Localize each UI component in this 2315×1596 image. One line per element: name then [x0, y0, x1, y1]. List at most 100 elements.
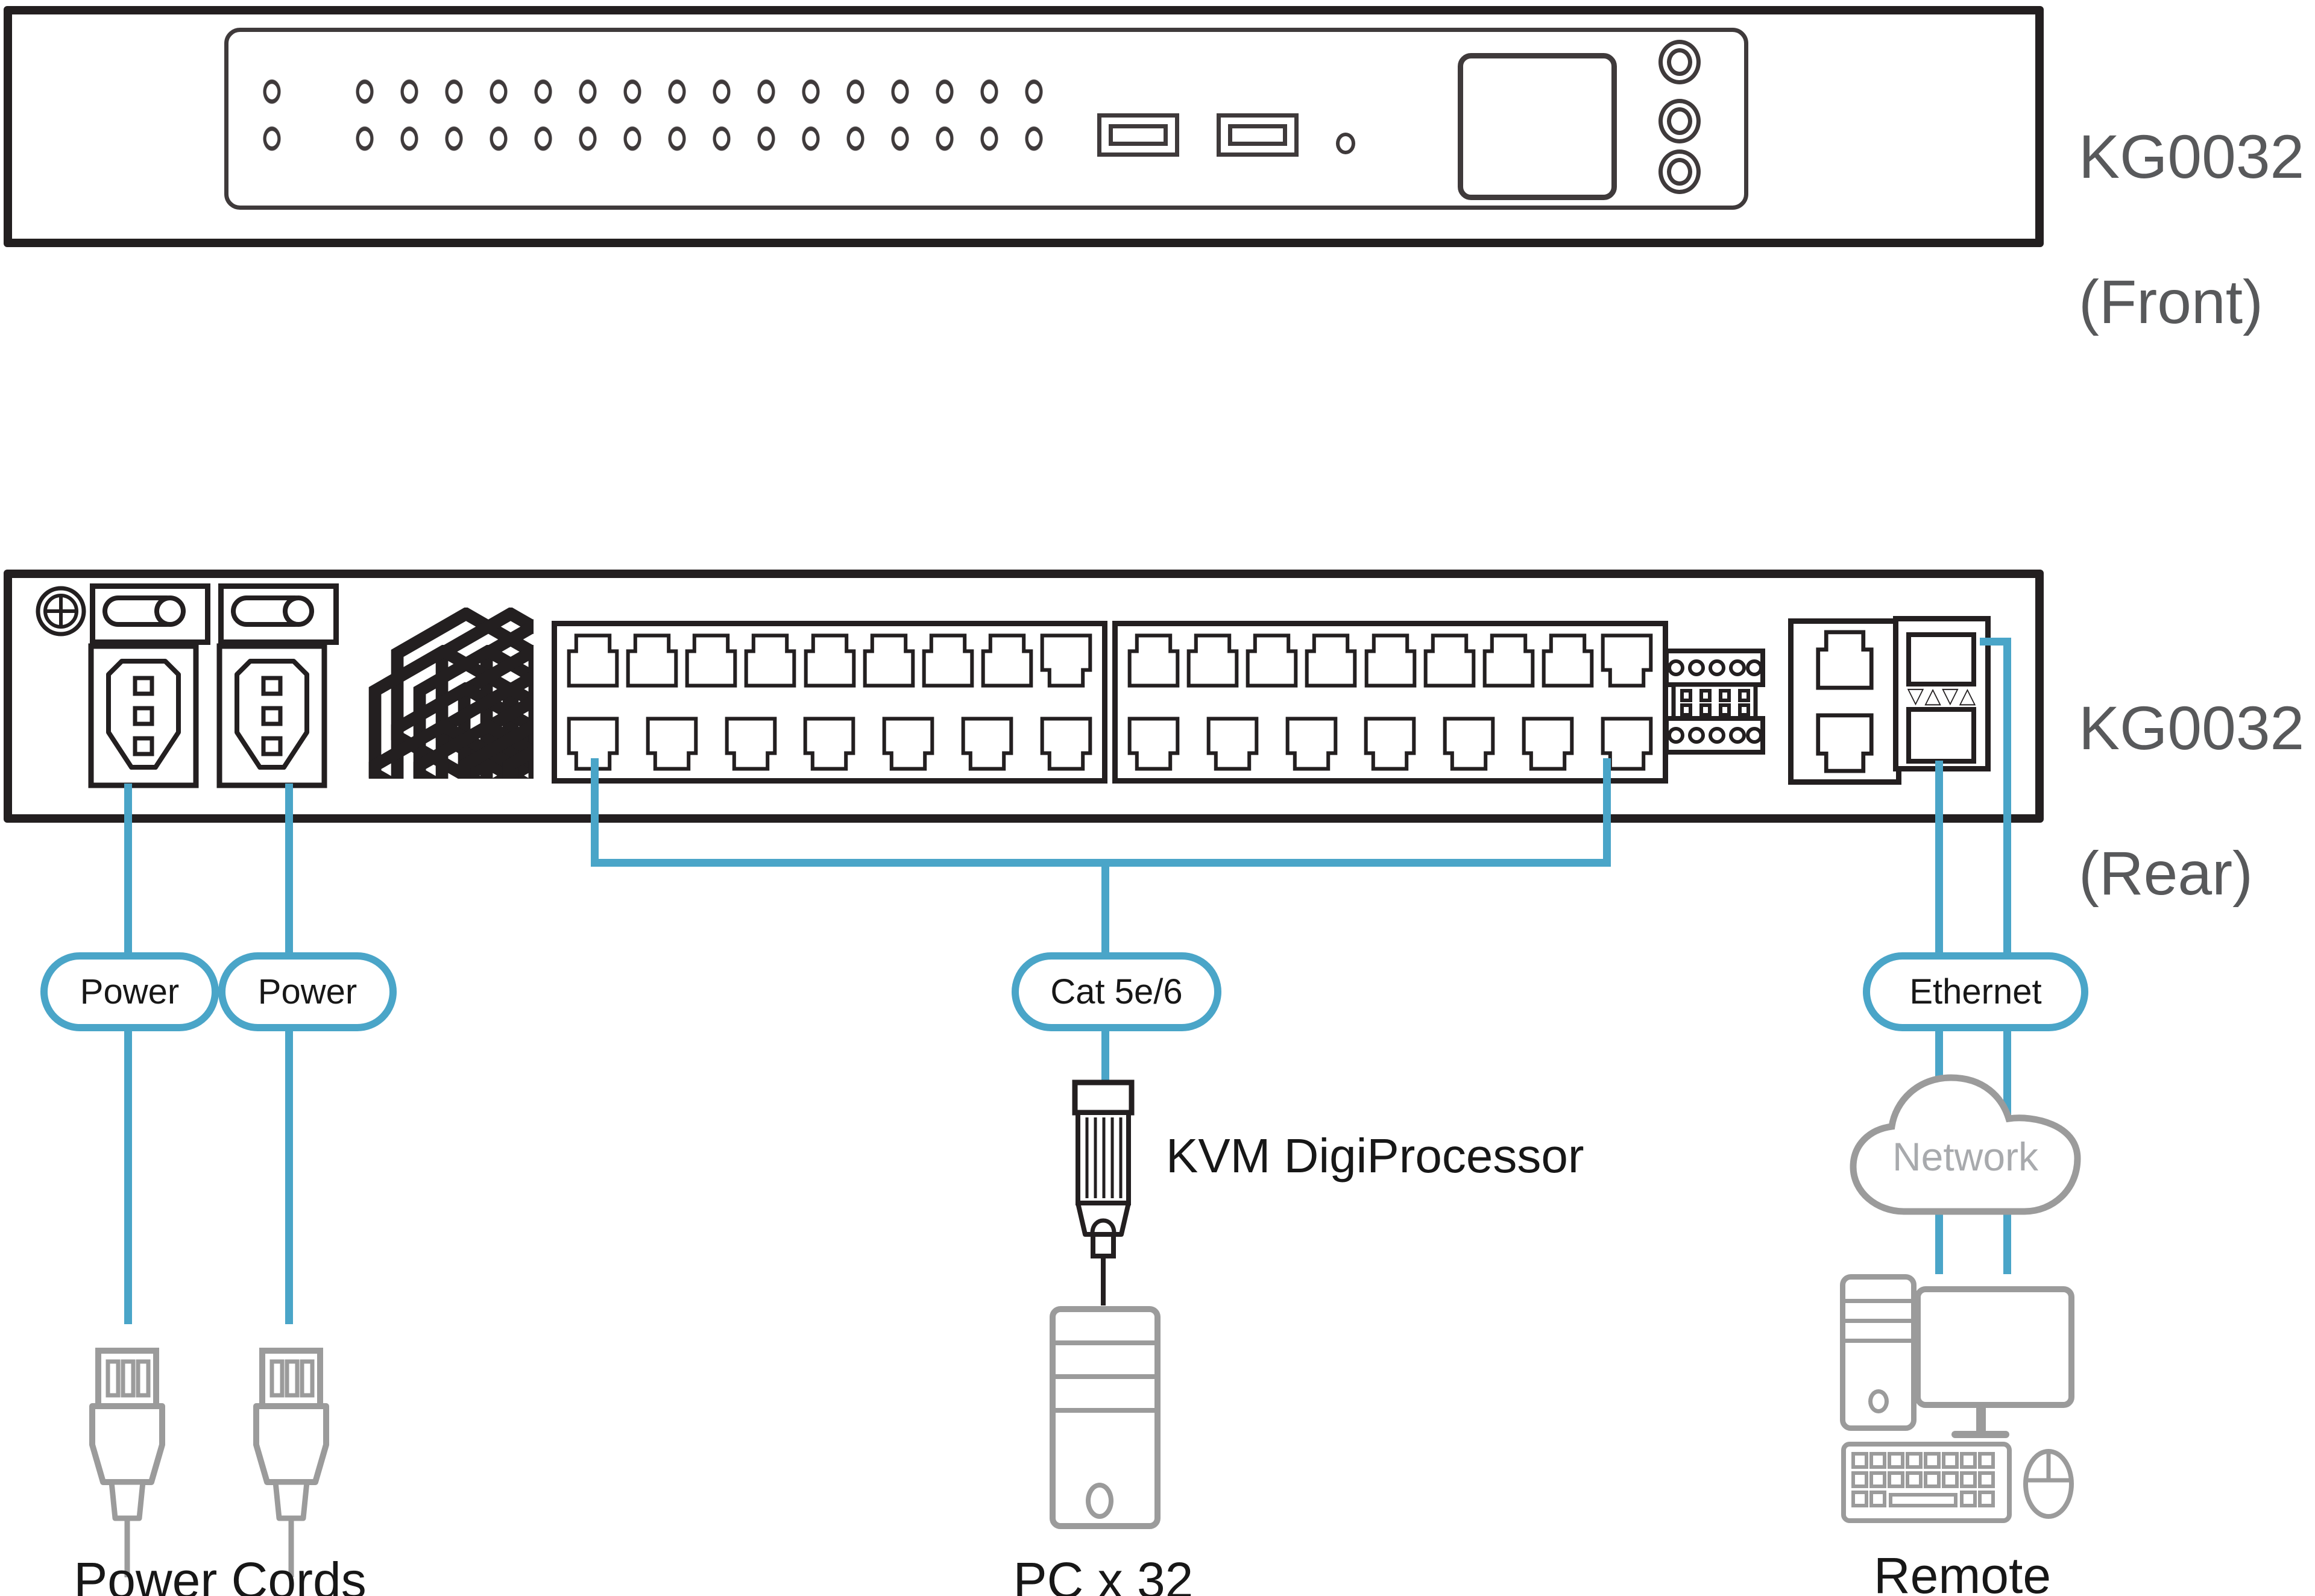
kvm-port-block-1 — [552, 621, 1107, 784]
pc-tower-bay-line-2 — [1056, 1374, 1154, 1379]
rj45-jack-up-icon — [1362, 633, 1419, 688]
rear-view-title: KG0032 (Rear) — [2079, 620, 2304, 982]
rj45-jack-up-icon — [1480, 633, 1537, 688]
ethernet-port-top — [1906, 632, 1976, 686]
pc-tower-power-button — [1086, 1483, 1113, 1519]
rj45-jack-up-icon — [919, 633, 977, 688]
rj45-jack-up-icon — [801, 633, 858, 688]
power-switch-2-cap — [283, 595, 314, 627]
ethernet-port-module: ▽△▽△ — [1893, 616, 1991, 771]
rj45-jack-down-icon — [1038, 633, 1095, 688]
front-led-row-bottom — [342, 125, 1056, 152]
power-cords-label: Power Cords — [74, 1552, 367, 1596]
rj45-jack-up-icon — [1813, 630, 1876, 690]
power-badge-2-label: Power — [257, 972, 357, 1011]
front-module-slot — [1458, 53, 1617, 200]
rj45-jack-down-icon — [1038, 717, 1095, 771]
remote-tower-line-1 — [1845, 1299, 1911, 1303]
rj45-jack-down-icon — [1440, 717, 1498, 771]
remote-tower-line-3 — [1845, 1339, 1911, 1343]
cat5-badge-label: Cat 5e/6 — [1050, 972, 1183, 1011]
console-port-module — [1788, 618, 1901, 785]
remote-monitor-base — [1951, 1431, 2009, 1438]
front-led-single-bottom — [250, 125, 294, 152]
rj45-jack-down-icon — [1813, 713, 1876, 773]
cat5-badge: Cat 5e/6 — [1012, 952, 1221, 1031]
power-badge-1-label: Power — [80, 972, 180, 1011]
front-title-model: KG0032 — [2079, 122, 2305, 192]
network-cloud-label-svg: Network — [1892, 1134, 2039, 1179]
rj45-jack-down-icon — [880, 717, 937, 771]
rj45-jack-down-icon — [1519, 717, 1576, 771]
rj45-jack-up-icon — [1243, 633, 1300, 688]
rj45-jack-up-icon — [978, 633, 1036, 688]
power-switch-1-cap — [154, 595, 186, 627]
usb-port-2-tongue — [1228, 124, 1287, 146]
front-title-side: (Front) — [2079, 268, 2263, 337]
rear-title-side: (Rear) — [2079, 839, 2254, 908]
power-cable-1 — [124, 784, 132, 1324]
rj45-jack-down-icon — [801, 717, 858, 771]
rj45-jack-up-icon — [1125, 633, 1182, 688]
kvm-port-block-2 — [1112, 621, 1668, 784]
remote-tower-power-button — [1868, 1389, 1889, 1413]
grounding-screw-icon — [36, 586, 86, 636]
front-pushbutton-3 — [1658, 149, 1701, 194]
reset-hole — [1336, 133, 1355, 154]
remote-user-label: Remote user — [1873, 1547, 2052, 1596]
front-led-row-top — [342, 78, 1056, 105]
remote-tower-icon — [1840, 1274, 1917, 1431]
ethernet-badge: Ethernet — [1863, 952, 2088, 1031]
pc-tower-bay-line-1 — [1056, 1340, 1154, 1345]
ethernet-port-bottom — [1906, 707, 1976, 764]
rj45-jack-down-icon — [1361, 717, 1419, 771]
terminal-block-icon — [1664, 649, 1765, 755]
remote-tower-line-2 — [1845, 1319, 1911, 1323]
ethernet-badge-label: Ethernet — [1909, 972, 2042, 1011]
kvm-digiprocessor-label: KVM DigiProcessor — [1166, 1129, 1584, 1183]
remote-monitor-stem — [1976, 1408, 1986, 1432]
power-badge-2: Power — [218, 952, 397, 1031]
usb-port-1-tongue — [1109, 124, 1168, 146]
remote-mouse-icon — [2023, 1449, 2074, 1519]
rj45-jack-down-icon — [1204, 717, 1261, 771]
pc-tower-icon — [1050, 1306, 1161, 1529]
kvm-digiprocessor-icon — [1072, 1079, 1135, 1305]
usb-port-2 — [1217, 113, 1299, 157]
rj45-jack-up-icon — [564, 633, 622, 688]
front-led-single-top — [250, 78, 294, 105]
power-inlet-1 — [88, 643, 199, 788]
pc-tower-bay-line-3 — [1056, 1408, 1154, 1413]
power-badge-1: Power — [40, 952, 219, 1031]
rj45-jack-down-icon — [1283, 717, 1340, 771]
power-switch-2 — [218, 583, 339, 645]
power-cable-2 — [285, 784, 293, 1324]
front-pushbutton-2 — [1658, 99, 1701, 143]
rj45-jack-down-icon — [1598, 633, 1655, 688]
power-inlet-2 — [216, 643, 327, 788]
front-pushbutton-1 — [1658, 40, 1701, 84]
rj45-jack-down-icon — [959, 717, 1016, 771]
network-cloud-icon: Network — [1850, 1074, 2081, 1215]
rj45-jack-down-icon — [722, 717, 780, 771]
kvm-cable-bus — [591, 859, 1611, 867]
rj45-jack-down-icon — [1125, 717, 1182, 771]
kvm-cable-left — [591, 758, 599, 867]
rj45-jack-up-icon — [1184, 633, 1241, 688]
power-switch-1 — [90, 583, 210, 645]
rj45-jack-up-icon — [1421, 633, 1478, 688]
rj45-jack-up-icon — [682, 633, 740, 688]
rj45-jack-up-icon — [742, 633, 799, 688]
rear-title-model: KG0032 — [2079, 694, 2305, 763]
remote-keyboard-icon — [1841, 1442, 2012, 1523]
usb-port-1 — [1097, 113, 1179, 157]
kvm-cable-right — [1603, 758, 1611, 867]
rj45-jack-up-icon — [623, 633, 681, 688]
rj45-jack-up-icon — [1302, 633, 1359, 688]
rj45-jack-down-icon — [643, 717, 701, 771]
fan-vent-icon — [347, 604, 534, 779]
front-view-title: KG0032 (Front) — [2079, 48, 2304, 411]
remote-monitor-icon — [1915, 1286, 2074, 1408]
pc-label: PC x 32 — [1013, 1552, 1194, 1596]
